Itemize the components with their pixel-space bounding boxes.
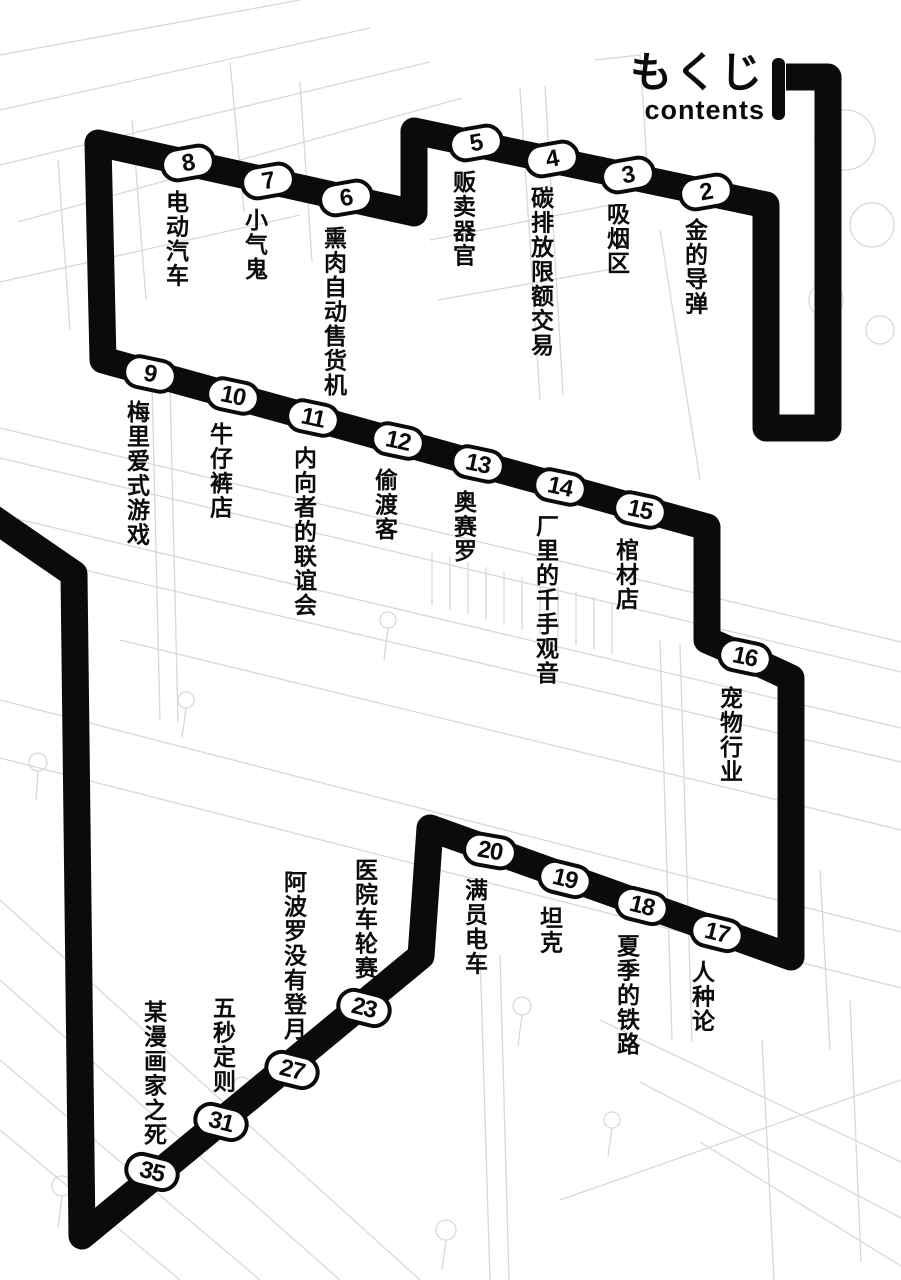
chapter-label-23: 医院车轮赛 <box>351 858 378 981</box>
page-header: もくじ contents <box>630 52 765 124</box>
chapter-label-16: 宠物行业 <box>716 686 743 784</box>
chapter-label-9: 梅里爱式游戏 <box>123 400 150 547</box>
chapter-label-15: 棺材店 <box>612 538 639 612</box>
chapter-label-3: 吸烟区 <box>603 202 630 276</box>
chapter-label-35: 某漫画家之死 <box>140 1000 167 1147</box>
chapter-label-14: 厂里的千手观音 <box>532 514 559 686</box>
chapter-label-20: 满员电车 <box>461 878 488 976</box>
chapter-label-19: 坦克 <box>536 906 563 955</box>
route-path <box>0 63 842 1250</box>
chapter-label-31: 五秒定则 <box>209 996 236 1094</box>
page-title: もくじ <box>629 49 765 96</box>
chapter-label-17: 人种论 <box>688 960 715 1034</box>
chapter-label-2: 金的导弹 <box>681 218 708 316</box>
chapter-label-13: 奥赛罗 <box>450 490 477 564</box>
chapter-label-4: 碳排放限额交易 <box>527 186 554 358</box>
chapter-label-5: 贩卖器官 <box>449 170 476 268</box>
chapter-label-7: 小气鬼 <box>241 208 268 282</box>
chapter-label-6: 熏肉自动售货机 <box>320 226 347 398</box>
chapter-label-11: 内向者的联谊会 <box>290 446 317 618</box>
chapter-label-27: 阿波罗没有登月 <box>280 870 307 1042</box>
chapter-label-18: 夏季的铁路 <box>613 934 640 1057</box>
chapter-label-12: 偷渡客 <box>371 468 398 542</box>
route-start-marker <box>772 58 785 120</box>
page-subtitle: contents <box>644 95 765 125</box>
chapter-label-10: 牛仔裤店 <box>206 422 233 520</box>
chapter-label-8: 电动汽车 <box>162 190 189 288</box>
